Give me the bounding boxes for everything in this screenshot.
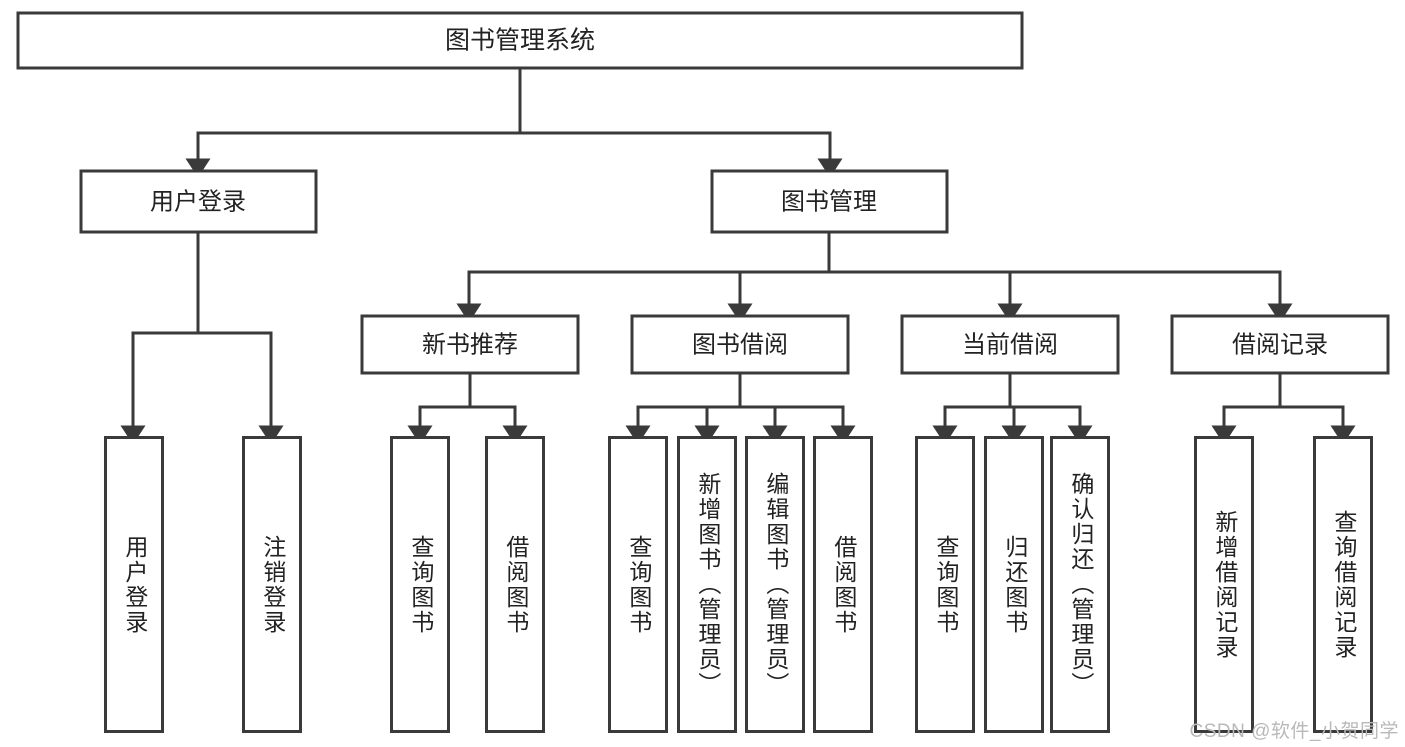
node-new-book-recommend-box	[360, 314, 580, 375]
node-book-management[interactable]: 图书管理	[710, 169, 949, 234]
node-book-borrow-label: 图书借阅	[692, 331, 788, 358]
leaf-new-book-2[interactable]: 借阅图书	[485, 436, 545, 733]
leaf-label: 用户登录	[121, 534, 148, 635]
leaf-borrow-record-1[interactable]: 新增借阅记录	[1194, 436, 1254, 733]
node-current-borrow-label: 当前借阅	[962, 331, 1058, 358]
node-root-label: 图书管理系统	[445, 27, 595, 55]
node-root[interactable]: 图书管理系统	[16, 11, 1024, 70]
leaf-label: 注销登录	[259, 534, 286, 635]
node-book-borrow-box	[630, 314, 850, 375]
leaf-book-borrow-4[interactable]: 借阅图书	[813, 436, 873, 733]
node-user-login-box	[79, 169, 318, 234]
leaf-label: 编辑图书（管理员）	[762, 472, 789, 697]
leaf-borrow-record-2[interactable]: 查询借阅记录	[1313, 436, 1373, 733]
leaf-label: 归还图书	[1001, 534, 1028, 635]
node-borrow-record[interactable]: 借阅记录	[1170, 314, 1390, 375]
leaf-book-borrow-1[interactable]: 查询图书	[608, 436, 668, 733]
node-borrow-record-label: 借阅记录	[1232, 331, 1328, 358]
node-borrow-record-box	[1170, 314, 1390, 375]
leaf-label: 借阅图书	[830, 534, 857, 635]
leaf-current-borrow-3[interactable]: 确认归还（管理员）	[1050, 436, 1110, 733]
leaf-label: 确认归还（管理员）	[1067, 472, 1094, 697]
node-new-book-recommend[interactable]: 新书推荐	[360, 314, 580, 375]
node-user-login-label: 用户登录	[150, 188, 246, 215]
leaf-label: 查询图书	[932, 534, 959, 635]
node-root-box	[16, 11, 1024, 70]
leaf-user-login-1[interactable]: 用户登录	[104, 436, 164, 733]
node-user-login[interactable]: 用户登录	[79, 169, 318, 234]
leaf-label: 新增图书（管理员）	[694, 472, 721, 697]
leaf-user-login-2[interactable]: 注销登录	[242, 436, 302, 733]
node-book-management-label: 图书管理	[781, 188, 877, 215]
leaf-current-borrow-1[interactable]: 查询图书	[915, 436, 975, 733]
leaf-book-borrow-2[interactable]: 新增图书（管理员）	[677, 436, 737, 733]
leaf-book-borrow-3[interactable]: 编辑图书（管理员）	[745, 436, 805, 733]
leaf-label: 查询图书	[625, 534, 652, 635]
leaf-new-book-1[interactable]: 查询图书	[390, 436, 450, 733]
node-current-borrow-box	[900, 314, 1120, 375]
node-new-book-recommend-label: 新书推荐	[422, 331, 518, 358]
leaf-label: 新增借阅记录	[1211, 509, 1238, 660]
node-book-borrow[interactable]: 图书借阅	[630, 314, 850, 375]
leaf-label: 借阅图书	[502, 534, 529, 635]
leaf-label: 查询图书	[407, 534, 434, 635]
leaf-current-borrow-2[interactable]: 归还图书	[984, 436, 1044, 733]
node-current-borrow[interactable]: 当前借阅	[900, 314, 1120, 375]
leaf-label: 查询借阅记录	[1330, 509, 1357, 660]
watermark-text: CSDN @软件_小贺同学	[1189, 721, 1399, 742]
